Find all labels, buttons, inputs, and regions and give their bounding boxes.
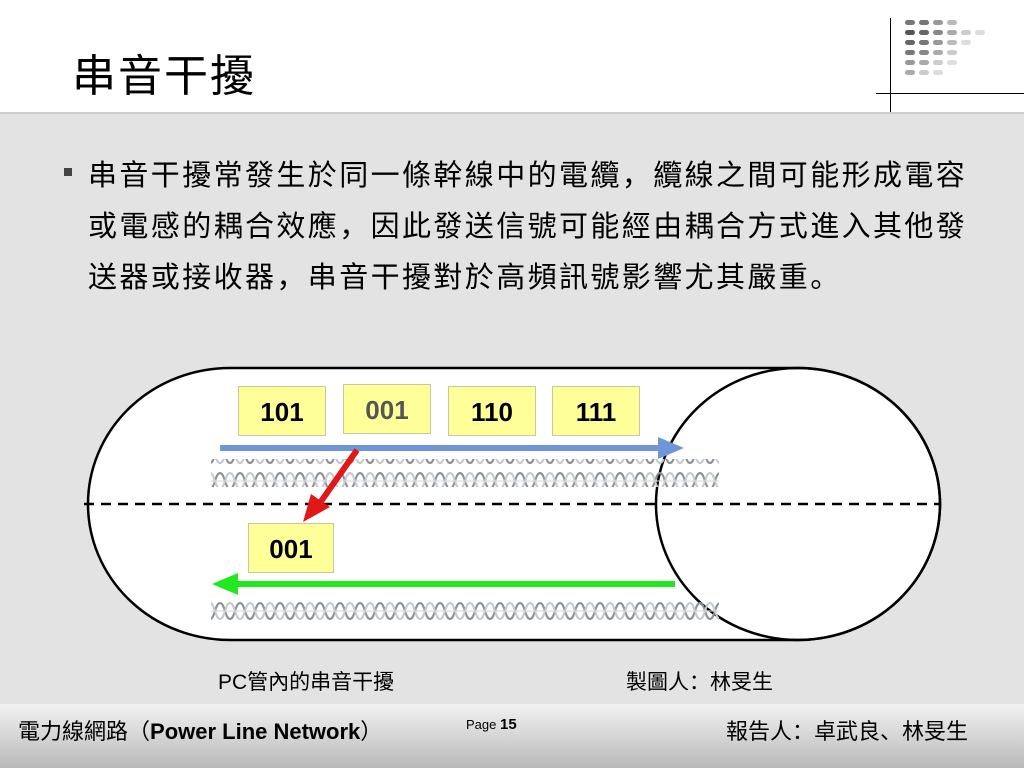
header-divider [0, 112, 1024, 114]
bullet-text: 串音干擾常發生於同一條幹線中的電纜，纜線之間可能形成電容或電感的耦合效應，因此發… [88, 158, 968, 294]
square-bullet-icon [64, 168, 72, 176]
upper-twisted-pair [211, 459, 719, 487]
slide-title: 串音干擾 [72, 51, 256, 102]
caption-left: PC管內的串音干擾 [218, 671, 395, 694]
logo-horizontal-line [876, 93, 1024, 94]
data-box-111: 111 [552, 386, 640, 436]
data-box-001-coupled: 001 [343, 384, 431, 434]
caption-right: 製圖人：林旻生 [626, 671, 773, 694]
header [0, 0, 1024, 112]
data-box-110: 110 [448, 386, 536, 436]
footer-title: 電力線網路（Power Line Network） [18, 719, 383, 744]
logo-vertical-line [890, 18, 891, 116]
coupling-arrow [312, 448, 360, 512]
data-box-101: 101 [238, 386, 326, 436]
footer-bar [0, 704, 1024, 768]
footer-reporter: 報告人：卓武良、林旻生 [726, 719, 969, 744]
page-number: Page 15 [466, 716, 517, 733]
lower-twisted-pair [211, 597, 719, 625]
cable-end-circle [654, 366, 942, 642]
data-box-crosstalk-001: 001 [248, 523, 334, 573]
